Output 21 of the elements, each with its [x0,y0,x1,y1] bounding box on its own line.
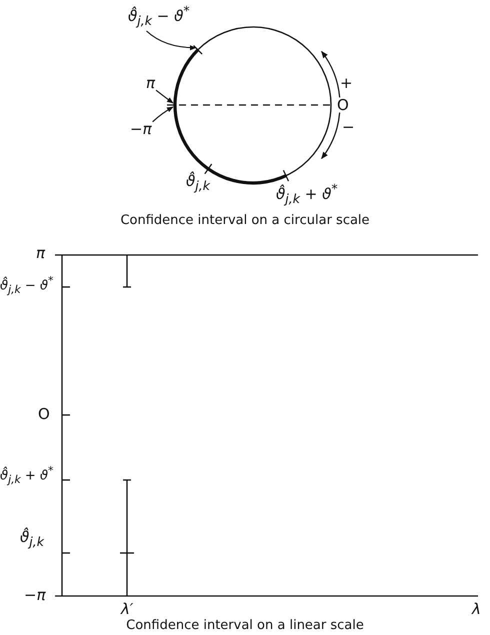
axis-label: O [38,405,50,423]
axis-label: λ [472,600,481,618]
axis-label: λ′ [121,600,134,618]
axis-label: ϑ̂$_{j,k}$ [20,528,44,551]
axis-label: −π [24,586,46,604]
caption: Confidence interval on a circular scale [119,212,371,230]
math-label: π [146,74,156,92]
math-label: ϑ̂$_{j,k}$ [186,172,210,195]
sign-label: + [340,74,353,92]
math-label: −π [130,120,152,138]
sign-label: − [342,118,355,136]
axis-label: ϑ̂$_{j,k}$ − ϑ$^{*}$ [0,273,54,298]
zero-label: O [337,96,349,114]
math-label: ϑ̂$_{j,k}$ + ϑ$^{*}$ [276,180,338,208]
math-label: ϑ̂$_{j,k}$ − ϑ$^{*}$ [128,2,190,30]
axis-label: ϑ̂$_{j,k}$ + ϑ$^{*}$ [0,463,54,488]
caption: Confidence interval on a linear scale [125,617,365,635]
leader-line [156,90,174,104]
leader-line [146,30,196,50]
axis-label: π [36,244,46,262]
leader-line [152,106,174,122]
